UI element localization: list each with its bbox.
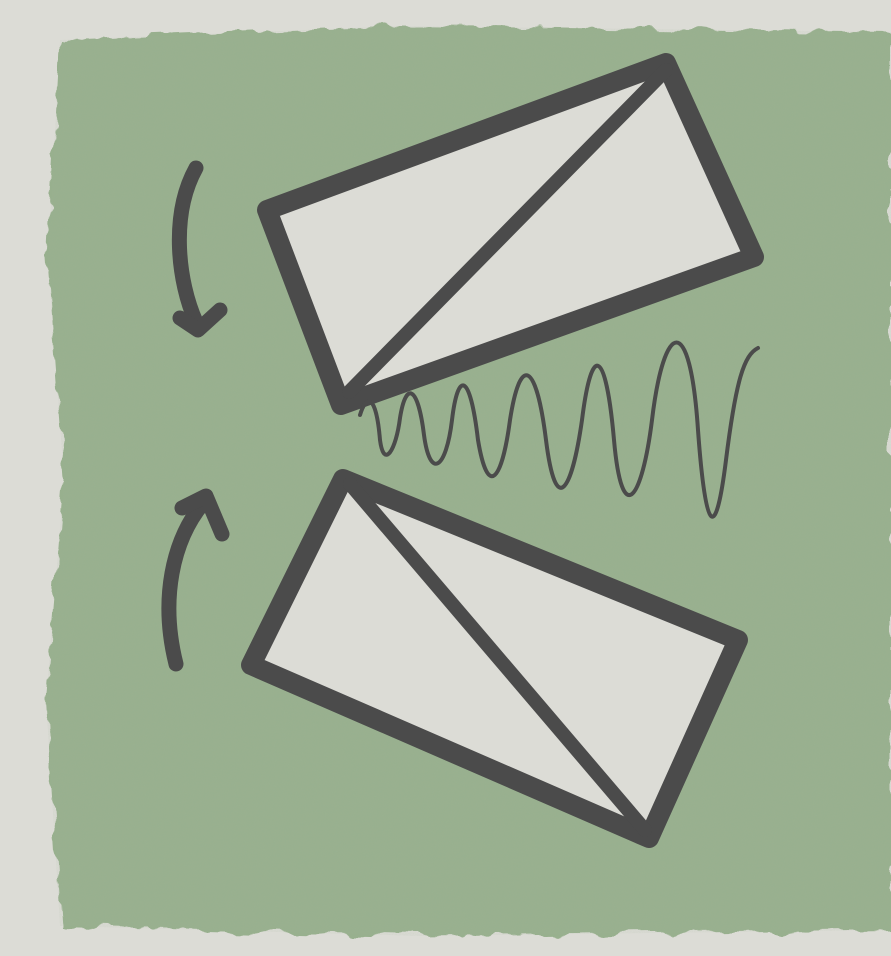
illustration (0, 0, 891, 956)
